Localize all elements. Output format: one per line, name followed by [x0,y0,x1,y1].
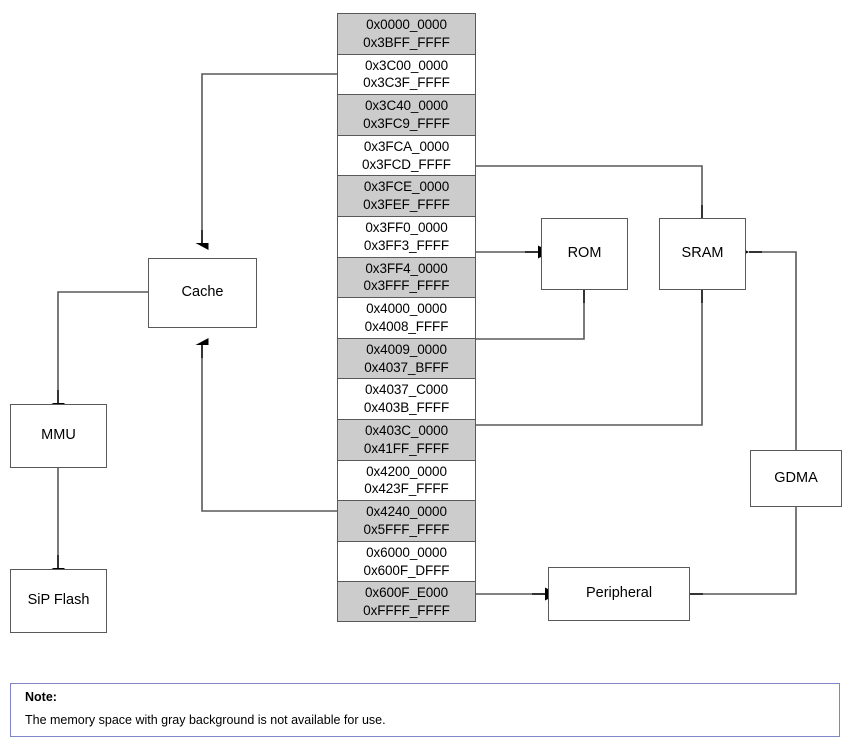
block-cache: Cache [148,258,257,328]
note-body: The memory space with gray background is… [25,712,386,727]
memory-row-start: 0x3FCA_0000 [363,138,450,154]
memory-row-start: 0x6000_0000 [366,544,447,560]
wire-0x3C000000-to-cache [201,73,337,230]
memory-map-table: 0x0000_0000 0x3BFF_FFFF 0x3C00_0000 0x3C3F_… [337,13,476,622]
memory-row-end: 0x3C3F_FFFF [363,75,450,91]
memory-row-end: 0x423F_FFFF [364,481,449,497]
memory-row-start: 0x4200_0000 [366,463,447,479]
block-rom: ROM [541,218,628,290]
block-gdma-label: GDMA [774,469,818,486]
memory-row-end: 0x3FEF_FFFF [363,197,450,213]
block-sip-flash: SiP Flash [10,569,107,633]
block-sram-label: SRAM [681,245,724,262]
memory-row-start: 0x403C_0000 [365,422,448,438]
block-sip-flash-label: SiP Flash [27,592,90,609]
memory-row-start: 0x4000_0000 [366,301,447,317]
memory-row-start: 0x3FF4_0000 [365,260,448,276]
memory-row-start: 0x4240_0000 [366,504,447,520]
memory-row: 0x403C_0000 0x41FF_FFFF [337,418,476,460]
wire-0x40000000-to-rom [476,303,585,340]
block-cache-label: Cache [181,284,224,301]
block-peripheral-label: Peripheral [585,585,653,602]
block-peripheral: Peripheral [548,567,690,621]
memory-row: 0x4200_0000 0x423F_FFFF [337,459,476,501]
memory-row-start: 0x4037_C000 [365,382,448,398]
memory-row-end: 0x41FF_FFFF [363,440,450,456]
wire-0x42000000-to-cache [201,358,337,512]
memory-row-end: 0x4037_BFFF [364,359,449,375]
memory-row-end: 0x4008_FFFF [364,318,449,334]
memory-row-start: 0x4009_0000 [366,341,447,357]
memory-row: 0x4009_0000 0x4037_BFFF [337,337,476,379]
wire-0x4037C000-to-sram [476,303,703,426]
memory-row-end: 0xFFFF_FFFF [363,602,450,618]
wire-gdma-to-sram [762,251,797,450]
memory-row-start: 0x0000_0000 [366,16,447,32]
memory-row: 0x600F_E000 0xFFFF_FFFF [337,581,476,622]
memory-row-start: 0x3FCE_0000 [363,179,450,195]
block-rom-label: ROM [567,245,602,262]
block-gdma: GDMA [750,450,842,507]
note-title: Note: [25,690,57,704]
block-mmu: MMU [10,404,107,468]
memory-row: 0x3FCE_0000 0x3FEF_FFFF [337,175,476,216]
memory-row-end: 0x403B_FFFF [363,400,450,416]
memory-row-start: 0x3C00_0000 [365,57,448,73]
memory-row-end: 0x5FFF_FFFF [363,521,450,537]
memory-row-end: 0x3FCD_FFFF [362,156,451,172]
wire-cache-to-mmu [57,291,148,390]
memory-row: 0x3C00_0000 0x3C3F_FFFF [337,53,476,95]
block-sram: SRAM [659,218,746,290]
memory-row-start: 0x600F_E000 [365,584,448,600]
memory-row-start: 0x3FF0_0000 [365,219,448,235]
memory-row-end: 0x3FC9_FFFF [363,115,450,131]
wire-0x3FCA0000-to-sram [476,165,703,205]
memory-row: 0x0000_0000 0x3BFF_FFFF [337,13,476,54]
memory-row: 0x3FF4_0000 0x3FFF_FFFF [337,256,476,298]
wire-gdma-to-peripheral [703,507,797,595]
note-box: Note: The memory space with gray backgro… [10,683,840,737]
memory-row: 0x3FCA_0000 0x3FCD_FFFF [337,134,476,176]
memory-row: 0x4037_C000 0x403B_FFFF [337,378,476,419]
memory-row-end: 0x600F_DFFF [363,562,450,578]
memory-row-end: 0x3FFF_FFFF [363,278,450,294]
memory-row: 0x6000_0000 0x600F_DFFF [337,540,476,582]
memory-row: 0x3FF0_0000 0x3FF3_FFFF [337,215,476,257]
memory-row-end: 0x3FF3_FFFF [363,237,450,253]
block-mmu-label: MMU [41,427,76,444]
memory-row-end: 0x3BFF_FFFF [363,34,450,50]
memory-row-start: 0x3C40_0000 [365,98,448,114]
